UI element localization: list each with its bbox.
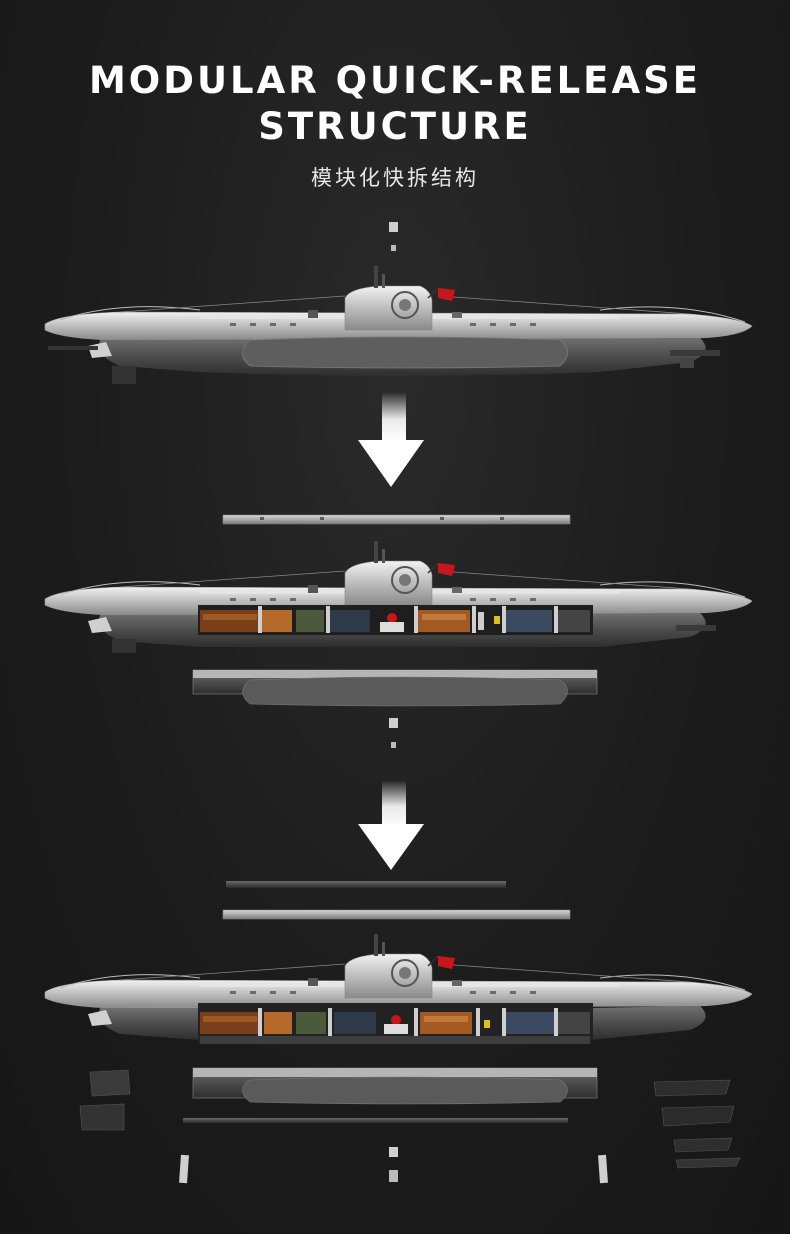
deck-roof-strip: [222, 514, 571, 525]
keel-bar-top: [226, 881, 506, 888]
submarine-roof-removed: [44, 514, 753, 748]
title-line-1: MODULAR QUICK-RELEASE: [88, 59, 702, 102]
interior-compartments-2: [198, 1003, 593, 1044]
pin-piece: [389, 222, 398, 251]
bow-parts: [598, 1079, 741, 1184]
pin-piece-2: [389, 718, 398, 748]
page-title: MODULAR QUICK-RELEASE STRUCTURE: [0, 58, 790, 150]
interior-compartments: [198, 605, 593, 635]
lower-hull-module: [192, 669, 598, 707]
stern-parts: [79, 1069, 189, 1184]
submarine-assembled: [44, 222, 753, 384]
down-arrow-1: [358, 392, 424, 487]
down-arrow-2: [358, 780, 424, 870]
keel-bar-bottom: [183, 1118, 568, 1123]
title-line-2: STRUCTURE: [258, 105, 532, 148]
submarine-disassembled: [44, 881, 753, 1184]
lower-hull-module-2: [192, 1067, 598, 1105]
deck-roof-strip-2: [222, 909, 571, 920]
pin-piece-3: [389, 1147, 398, 1182]
page-subtitle: 模块化快拆结构: [311, 166, 479, 190]
